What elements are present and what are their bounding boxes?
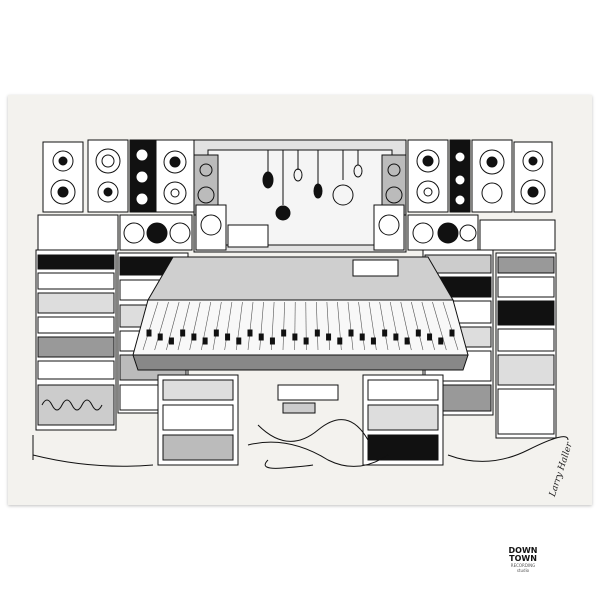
channel-strip — [379, 301, 389, 351]
fader-knob — [359, 333, 365, 341]
fader-knob — [281, 329, 287, 337]
fader-knob — [258, 333, 264, 341]
channel-strip — [421, 301, 435, 351]
fader-knob — [438, 337, 444, 345]
channel-strip — [142, 301, 159, 351]
under-console — [32, 374, 569, 469]
channel-strip — [166, 301, 180, 351]
channel-strip — [442, 301, 459, 351]
channel-strip — [212, 301, 222, 351]
fader-knob — [292, 333, 298, 341]
fader-knob — [370, 337, 376, 345]
channel-strip — [189, 301, 201, 351]
logo-line1: DOWN — [508, 546, 538, 555]
fader-knob — [303, 337, 309, 345]
channel-strip — [432, 301, 447, 351]
mixing-console — [132, 256, 469, 371]
channel-strip — [316, 301, 319, 351]
console-channel-strips — [142, 301, 459, 351]
studio-illustration — [32, 139, 569, 469]
fader-knob — [225, 333, 231, 341]
logo-caption: studio — [516, 568, 530, 573]
fader-knob — [180, 329, 186, 337]
logo-line2: TOWN — [509, 554, 537, 563]
fader-knob — [191, 333, 197, 341]
channel-strip — [411, 301, 424, 351]
left-speaker-stack — [37, 139, 195, 251]
fader-knob — [393, 333, 399, 341]
channel-strip — [177, 301, 190, 351]
fader-knob — [449, 329, 455, 337]
channel-strip — [347, 301, 354, 351]
fader-knob — [146, 329, 152, 337]
channel-strip — [326, 301, 330, 351]
channel-strip — [154, 301, 169, 351]
fader-knob — [427, 333, 433, 341]
channel-strip — [358, 301, 365, 351]
poster-paper: DOWN TOWN RECORDING studio Larry Haller — [8, 95, 592, 573]
fader-knob — [236, 337, 242, 345]
channel-strip — [389, 301, 400, 351]
fader-knob — [326, 333, 332, 341]
channel-strip — [259, 301, 264, 351]
downtown-logo: DOWN TOWN RECORDING studio — [506, 546, 540, 574]
channel-strip — [224, 301, 233, 351]
fader-knob — [157, 333, 163, 341]
fader-knob — [247, 329, 253, 337]
control-room-window — [193, 139, 407, 253]
fader-knob — [168, 337, 174, 345]
fader-knob — [348, 329, 354, 337]
logo-line3: RECORDING — [510, 563, 536, 568]
channel-strip — [294, 301, 296, 351]
channel-strip — [282, 301, 285, 351]
fader-knob — [404, 337, 410, 345]
right-speaker-stack — [407, 139, 556, 251]
fader-knob — [382, 329, 388, 337]
fader-knob — [415, 329, 421, 337]
fader-knob — [314, 329, 320, 337]
channel-strip — [247, 301, 254, 351]
fader-knob — [337, 337, 343, 345]
fader-knob — [269, 337, 275, 345]
fader-knob — [213, 329, 219, 337]
fader-knob — [202, 337, 208, 345]
